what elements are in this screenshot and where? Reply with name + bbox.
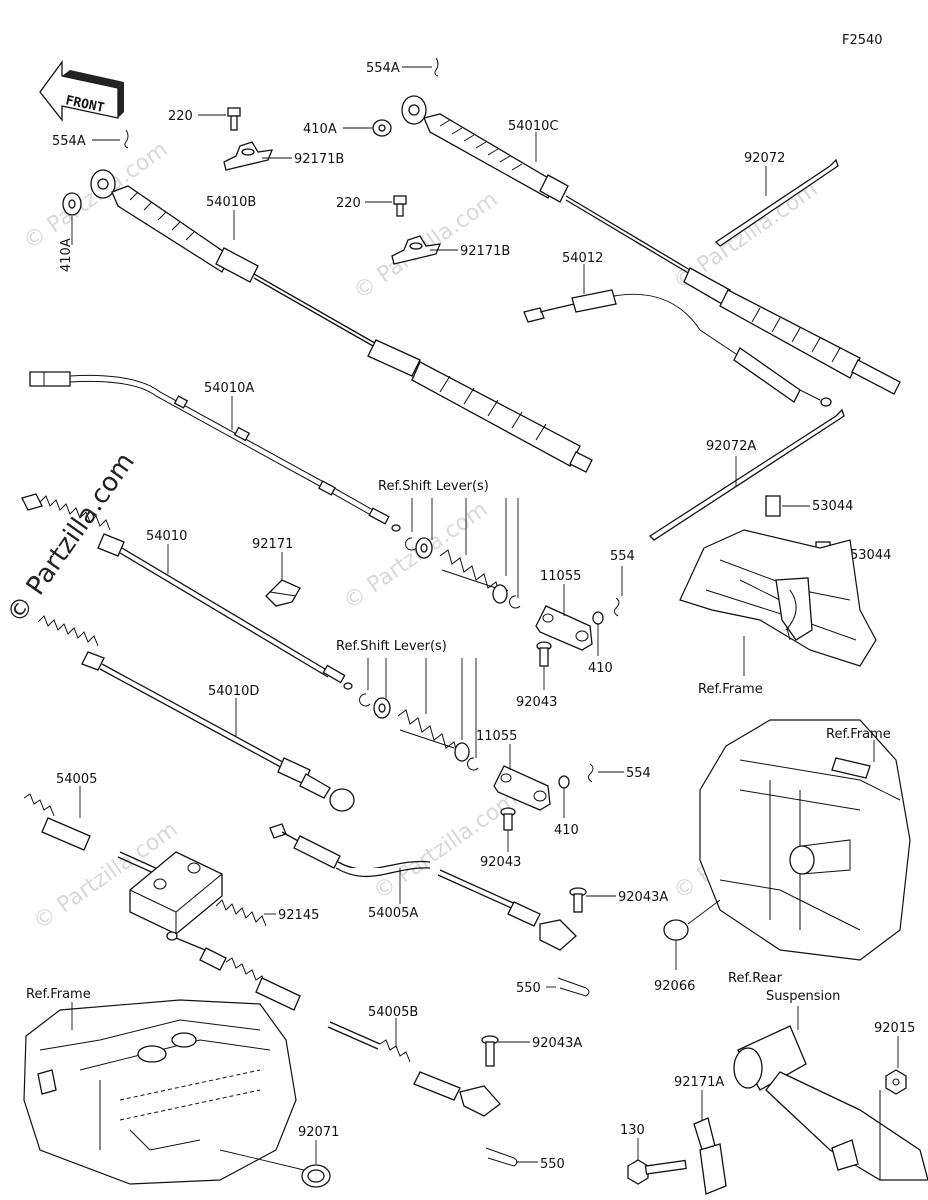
part-label-92043: 92043: [480, 855, 521, 870]
part-label-92071: 92071: [298, 1125, 339, 1140]
part-label-92043: 92043: [516, 695, 557, 710]
part-label-554A: 554A: [366, 61, 400, 76]
part-label-410: 410: [554, 823, 579, 838]
spring: [397, 709, 467, 757]
cable-54012: [523, 289, 832, 407]
cable-54005B: [166, 931, 501, 1117]
part-label-54005: 54005: [56, 772, 97, 787]
link-11055: [535, 605, 593, 651]
link-11055: [493, 765, 551, 811]
part-label-92043A: 92043A: [532, 1036, 582, 1051]
part-label-54005B: 54005B: [368, 1005, 418, 1020]
part-label-92072A: 92072A: [706, 439, 756, 454]
part-label-410: 410: [588, 661, 613, 676]
cable-tie-92072A: [648, 408, 845, 541]
part-label-54010C: 54010C: [508, 119, 558, 134]
cable-54010B: [90, 169, 593, 473]
part-label-53044: 53044: [812, 499, 853, 514]
part-label-92043A: 92043A: [618, 890, 668, 905]
part-label-554: 554: [610, 549, 635, 564]
ref-frame-label: Ref.Frame: [826, 727, 891, 742]
watermark-text: © Partzilla.com: [369, 787, 522, 905]
diagram-code: F2540: [842, 33, 883, 48]
ref-shift-lever-label: Ref.Shift Lever(s): [336, 639, 447, 654]
ref-shift-lever-label: Ref.Shift Lever(s): [378, 479, 489, 494]
cable-54010A: [29, 371, 401, 532]
cable-bracket: [129, 851, 223, 935]
cable-54010C: [401, 95, 901, 395]
part-label-54012: 54012: [562, 251, 603, 266]
part-label-130: 130: [620, 1123, 645, 1138]
clamp-92171: [265, 579, 301, 607]
cable-54005A: [269, 823, 431, 877]
part-label-92171A: 92171A: [674, 1075, 724, 1090]
cable-tie-92072: [714, 158, 839, 247]
part-label-92171B: 92171B: [460, 244, 510, 259]
cable-54005: [23, 793, 161, 876]
frame-section: [699, 719, 911, 961]
part-label-54010A: 54010A: [204, 381, 254, 396]
part-label-54010D: 54010D: [208, 684, 259, 699]
part-label-220: 220: [168, 109, 193, 124]
part-label-53044: 53044: [850, 548, 891, 563]
part-label-92171: 92171: [252, 537, 293, 552]
part-label-92066: 92066: [654, 979, 695, 994]
ref-frame-label: Ref.Frame: [26, 987, 91, 1002]
rear-suspension-arm: [733, 1025, 928, 1181]
front-arrow-icon: FRONT: [39, 60, 124, 122]
part-label-410A: 410A: [303, 122, 337, 137]
part-label-54005A: 54005A: [368, 906, 418, 921]
clamp-92171B: [223, 141, 274, 171]
ref-rear-suspension-label: Suspension: [766, 989, 840, 1004]
part-label-554A: 554A: [52, 134, 86, 149]
part-label-11055: 11055: [540, 569, 581, 584]
part-label-11055: 11055: [476, 729, 517, 744]
part-label-550: 550: [516, 981, 541, 996]
clamp-92171B: [391, 235, 442, 265]
cable-54010: [21, 493, 353, 690]
cable-clevis-a: [437, 869, 577, 951]
part-label-92145: 92145: [278, 908, 319, 923]
frame-section: [23, 999, 297, 1185]
part-label-92015: 92015: [874, 1021, 915, 1036]
part-label-54010B: 54010B: [206, 195, 256, 210]
watermark-text: © Partzilla.com: [1, 447, 141, 629]
part-label-92171B: 92171B: [294, 152, 344, 167]
ref-frame-label: Ref.Frame: [698, 682, 763, 697]
cable-54010D: [37, 615, 355, 812]
part-label-54010: 54010: [146, 529, 187, 544]
part-label-550: 550: [540, 1157, 565, 1172]
ref-rear-suspension-label: Ref.Rear: [728, 971, 783, 986]
watermark-text: © Partzilla.com: [339, 497, 492, 615]
part-label-410A: 410A: [59, 238, 74, 272]
spring: [439, 549, 509, 597]
part-label-92072: 92072: [744, 151, 785, 166]
clamp-92171A: [693, 1117, 727, 1195]
frame-section: [679, 529, 877, 667]
part-label-220: 220: [336, 196, 361, 211]
part-label-554: 554: [626, 766, 651, 781]
